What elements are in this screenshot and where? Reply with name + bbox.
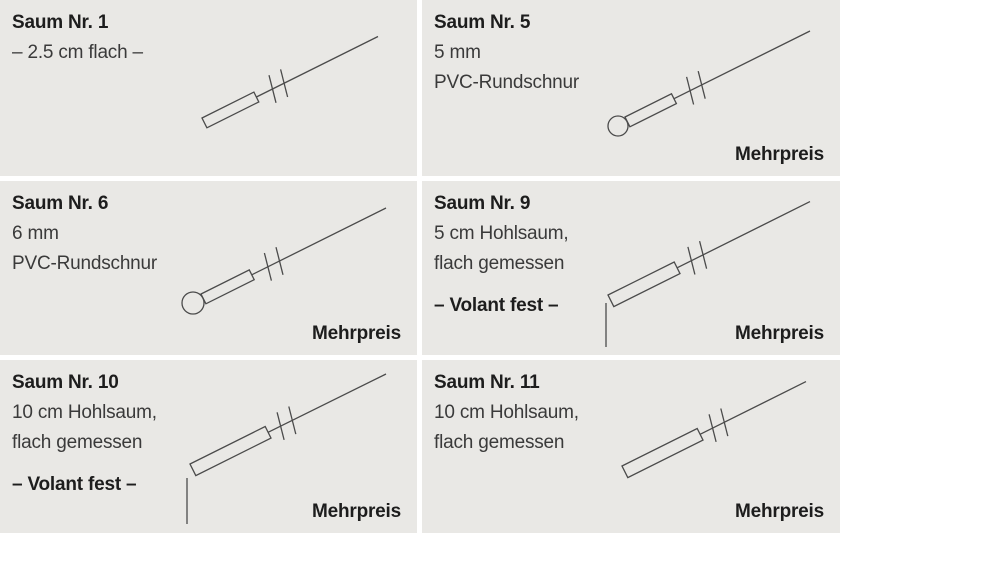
hem-note: – Volant fest –: [434, 295, 559, 316]
price-label: Mehrpreis: [311, 323, 401, 344]
hem-text-block: Saum Nr. 6 6 mm PVC-Rundschnur: [12, 189, 157, 279]
hem-cell-saum-6: Saum Nr. 6 6 mm PVC-Rundschnur Mehrpreis: [0, 181, 417, 355]
hem-spec-line-1: – 2.5 cm flach –: [12, 42, 143, 63]
price-label: Mehrpreis: [734, 144, 824, 165]
hem-text-block: Saum Nr. 5 5 mm PVC-Rundschnur: [434, 8, 579, 98]
hem-title: Saum Nr. 6: [12, 193, 109, 214]
hem-spec-line-1: 5 cm Hohlsaum,: [434, 223, 569, 244]
hem-options-board: Saum Nr. 1 – 2.5 cm flach – Saum Nr. 5 5…: [0, 0, 840, 533]
hem-cell-saum-10: Saum Nr. 10 10 cm Hohlsaum, flach gemess…: [0, 360, 417, 533]
hem-note: – Volant fest –: [12, 474, 137, 495]
hem-spec-line-2: PVC-Rundschnur: [12, 253, 158, 274]
hem-spec-line-2: flach gemessen: [434, 253, 565, 274]
hem-text-block: Saum Nr. 9 5 cm Hohlsaum, flach gemessen…: [434, 189, 569, 321]
hem-title: Saum Nr. 11: [434, 372, 540, 393]
hem-spec-line-1: 5 mm: [434, 42, 481, 63]
hem-spec-line-2: flach gemessen: [12, 432, 143, 453]
hem-spec-line-1: 10 cm Hohlsaum,: [434, 402, 579, 423]
hem-title: Saum Nr. 9: [434, 193, 531, 214]
hem-cell-saum-5: Saum Nr. 5 5 mm PVC-Rundschnur Mehrpreis: [422, 0, 840, 176]
price-label: Mehrpreis: [734, 323, 824, 344]
hem-text-block: Saum Nr. 11 10 cm Hohlsaum, flach gemess…: [434, 368, 579, 458]
hem-spec-line-2: PVC-Rundschnur: [434, 72, 580, 93]
price-label: Mehrpreis: [734, 501, 824, 522]
hem-text-block: Saum Nr. 1 – 2.5 cm flach –: [12, 8, 143, 68]
hem-spec-line-1: 6 mm: [12, 223, 59, 244]
hem-title: Saum Nr. 10: [12, 372, 119, 393]
hem-cell-saum-9: Saum Nr. 9 5 cm Hohlsaum, flach gemessen…: [422, 181, 840, 355]
hem-cell-saum-1: Saum Nr. 1 – 2.5 cm flach –: [0, 0, 417, 176]
hem-spec-line-1: 10 cm Hohlsaum,: [12, 402, 157, 423]
hem-title: Saum Nr. 5: [434, 12, 531, 33]
hem-title: Saum Nr. 1: [12, 12, 109, 33]
hem-spec-line-2: flach gemessen: [434, 432, 565, 453]
hem-text-block: Saum Nr. 10 10 cm Hohlsaum, flach gemess…: [12, 368, 157, 500]
price-label: Mehrpreis: [311, 501, 401, 522]
hem-cell-saum-11: Saum Nr. 11 10 cm Hohlsaum, flach gemess…: [422, 360, 840, 533]
